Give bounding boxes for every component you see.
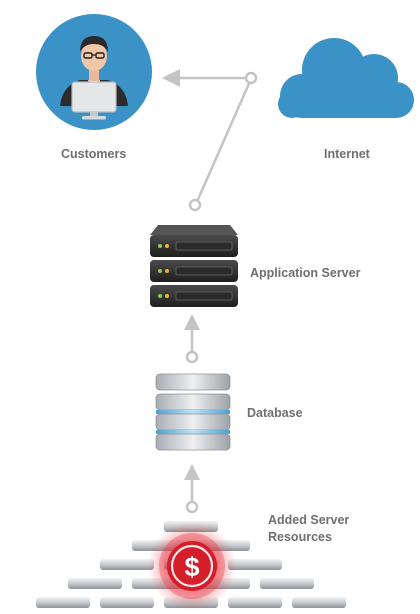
label-added-server-resources: Added Server Resources (268, 513, 350, 544)
connector-resources-database (184, 464, 200, 514)
server-rack-icon (150, 225, 238, 307)
connector-node (244, 71, 258, 85)
server-unit (150, 260, 238, 282)
arrow-head-up (184, 314, 200, 330)
arrow-head-left (162, 69, 180, 87)
label-internet: Internet (324, 147, 370, 161)
arrow-head-up (184, 464, 200, 480)
connector-internet-customers (162, 69, 258, 212)
connector-node (185, 500, 199, 514)
label-customers: Customers (61, 147, 127, 161)
label-application-server: Application Server (250, 266, 361, 280)
label-database: Database (247, 406, 303, 420)
cost-symbol: $ (184, 552, 199, 582)
connector-database-appserver (184, 314, 200, 364)
connector-node (185, 350, 199, 364)
connector-node (188, 198, 202, 212)
server-unit (150, 225, 238, 257)
dollar-icon: $ (148, 522, 236, 610)
cloud-icon (278, 38, 414, 118)
customer-at-computer-icon (36, 14, 152, 130)
server-unit (150, 285, 238, 307)
database-stack-icon (155, 373, 231, 451)
